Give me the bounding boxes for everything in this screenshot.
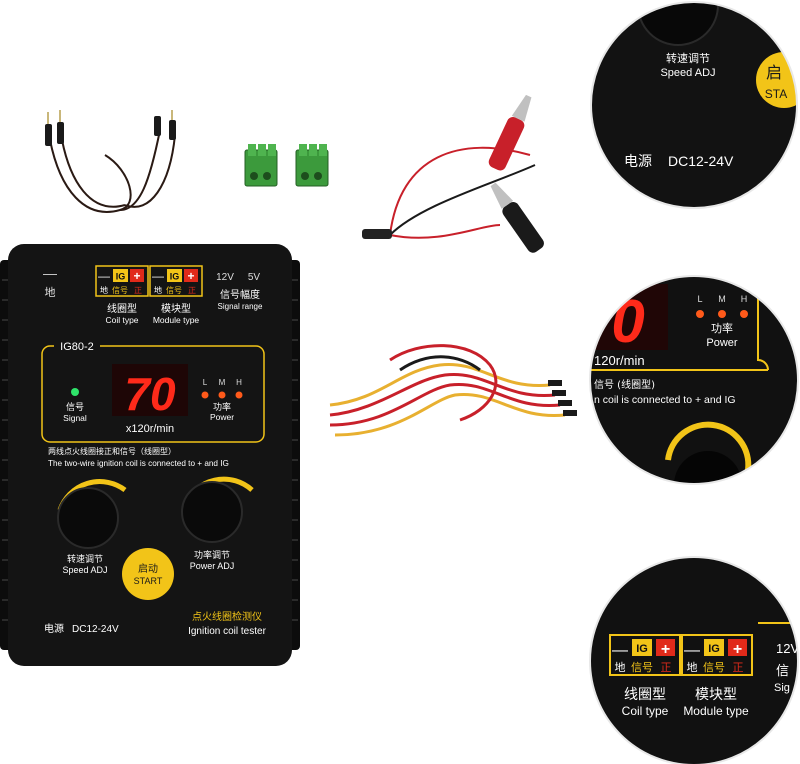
coil-type-terminal-frame: [95, 265, 149, 297]
svg-text:地: 地: [154, 285, 162, 295]
zoom1-supply-cn: 电源: [624, 154, 652, 170]
colored-wires-image: [329, 344, 577, 437]
zoom3-coil-ig: IG: [636, 643, 648, 655]
zoom2-display: 0: [611, 288, 644, 355]
module-ig-label: IG: [170, 272, 180, 282]
svg-text:+: +: [733, 641, 742, 658]
power-led-high: [235, 391, 243, 399]
zoom3-module-ig: IG: [708, 643, 720, 655]
svg-text:L: L: [203, 378, 208, 387]
zoom3-coil-type-en: Coil type: [622, 704, 669, 718]
display-panel-frame: [41, 345, 265, 443]
zoom1-speed-cn: 转速调节: [666, 51, 710, 65]
svg-text:H: H: [236, 378, 242, 387]
power-cn: 功率: [213, 401, 231, 413]
signal-led: [71, 388, 79, 396]
model-label: IG80-2: [60, 341, 94, 353]
wiring-note-en: The two-wire ignition coil is connected …: [48, 459, 229, 468]
coil-type-cn: 线圈型: [107, 302, 137, 315]
svg-text:地: 地: [100, 285, 108, 295]
ground-label: 地: [45, 286, 56, 299]
zoom1-start-cn: 启: [766, 63, 782, 82]
start-cn: 启动: [138, 562, 158, 575]
zoom2-unit: 120r/min: [594, 353, 645, 368]
zoom2-power-en: Power: [706, 337, 738, 349]
supply-en: DC12-24V: [72, 624, 119, 635]
zoom1-start-en: STA: [765, 87, 787, 101]
svg-text:—: —: [684, 642, 700, 659]
start-en: START: [134, 576, 163, 586]
zoom2-note-cn: 信号 (线圈型): [594, 378, 655, 391]
zoom-detail-speed-supply: 启 STA 转速调节 Speed ADJ 电源 DC12-24V: [590, 1, 798, 209]
alligator-cable-image: [362, 95, 544, 253]
probe-wires-image: [45, 110, 176, 213]
rpm-display-window: [112, 364, 188, 416]
svg-text:信: 信: [776, 664, 789, 679]
svg-text:信号: 信号: [112, 285, 128, 295]
zoom2-power-cn: 功率: [711, 321, 733, 335]
ground-symbol: —: [43, 265, 57, 281]
svg-text:+: +: [661, 641, 670, 658]
zoom1-supply-en: DC12-24V: [668, 153, 734, 169]
signal-range-cn: 信号幅度: [220, 288, 260, 301]
voltage-12v: 12V: [216, 272, 234, 283]
zoom1-speed-en: Speed ADJ: [660, 67, 715, 79]
svg-text:M: M: [219, 378, 226, 387]
coil-ground-symbol: —: [98, 269, 110, 283]
svg-text:L: L: [697, 294, 702, 304]
svg-text:H: H: [741, 294, 748, 304]
signal-led-cn: 信号: [66, 401, 84, 413]
module-type-cn: 模块型: [161, 302, 191, 315]
svg-text:—: —: [152, 269, 164, 283]
zoom2-note-en: n coil is connected to + and IG: [594, 394, 736, 406]
coil-type-en: Coil type: [105, 315, 138, 325]
signal-led-en: Signal: [63, 413, 87, 423]
zoom3-12v: 12V: [776, 641, 799, 656]
power-en: Power: [210, 412, 234, 422]
signal-range-en: Signal range: [218, 302, 263, 311]
start-button[interactable]: [122, 548, 174, 600]
svg-text:+: +: [187, 269, 194, 283]
svg-text:正: 正: [733, 661, 744, 674]
zoom3-module-type-en: Module type: [683, 704, 749, 718]
product-name-cn: 点火线圈检测仪: [192, 610, 262, 623]
speed-adj-knob[interactable]: [57, 487, 119, 549]
module-type-en: Module type: [153, 315, 200, 325]
svg-text:信号: 信号: [631, 661, 653, 674]
svg-text:正: 正: [134, 286, 142, 295]
zoom3-coil-type-cn: 线圈型: [624, 687, 666, 703]
power-adj-cn: 功率调节: [194, 549, 230, 561]
rpm-display-value: 70: [124, 368, 176, 420]
speed-adj-cn: 转速调节: [67, 553, 103, 565]
svg-text:—: —: [612, 642, 628, 659]
power-led-low: [201, 391, 209, 399]
svg-text:信号: 信号: [703, 661, 725, 674]
speed-adj-en: Speed ADJ: [62, 565, 107, 575]
svg-text:M: M: [718, 294, 726, 304]
svg-text:正: 正: [188, 286, 196, 295]
power-adj-en: Power ADJ: [190, 561, 235, 571]
module-type-terminal-frame: [149, 265, 203, 297]
svg-text:Sig: Sig: [774, 682, 790, 694]
zoom-detail-terminals: — IG + 地 信号 正 — IG + 地 信号 正 12V 信 Sig 线圈…: [589, 556, 799, 764]
zoom3-module-type-cn: 模块型: [695, 687, 737, 703]
coil-plus-symbol: +: [133, 269, 140, 283]
power-led-mid: [218, 391, 226, 399]
power-adj-knob[interactable]: [181, 481, 243, 543]
svg-text:地: 地: [687, 661, 698, 674]
ignition-coil-tester-device: — 地 — IG + 地 信号 正 — IG + 地 信号 正 线圈型 Coil…: [0, 244, 300, 666]
zoom-detail-display-power: 0 L M H 功率 Power 120r/min 信号 (线圈型) n coi…: [589, 275, 799, 485]
rpm-unit: x120r/min: [126, 423, 174, 435]
coil-ig-label: IG: [116, 272, 126, 282]
terminal-blocks-image: [244, 144, 329, 187]
svg-text:正: 正: [661, 661, 672, 674]
voltage-5v: 5V: [248, 272, 261, 283]
svg-text:信号: 信号: [166, 285, 182, 295]
wiring-note-cn: 两线点火线圈接正和信号（线圈型）: [48, 446, 176, 456]
product-name-en: Ignition coil tester: [188, 626, 266, 637]
supply-cn: 电源: [44, 622, 64, 635]
svg-text:地: 地: [615, 661, 626, 674]
